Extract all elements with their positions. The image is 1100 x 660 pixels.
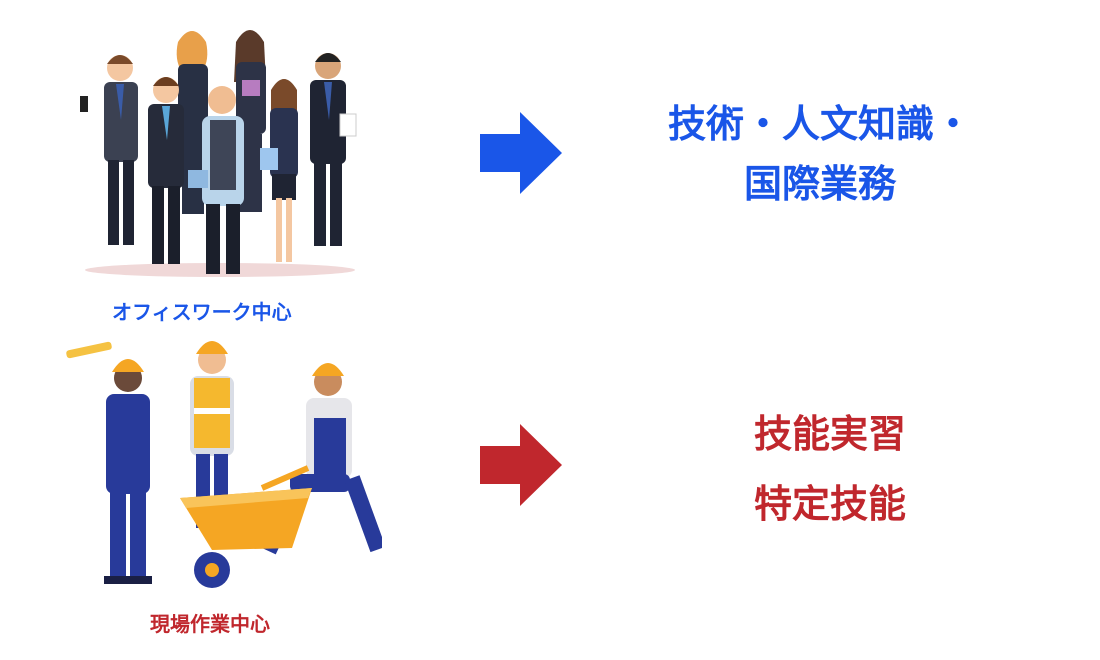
man-figure bbox=[188, 86, 244, 274]
woman-figure bbox=[176, 31, 208, 214]
man-figure bbox=[148, 77, 184, 264]
man-figure bbox=[80, 55, 138, 245]
worker-figure bbox=[66, 341, 152, 584]
worker-figure bbox=[263, 363, 382, 555]
site-caption: 現場作業中心 bbox=[150, 612, 270, 636]
arrow-right-icon bbox=[480, 112, 562, 194]
wheelbarrow-icon bbox=[180, 465, 312, 588]
office-result-line: 技術・人文知識・ bbox=[667, 102, 972, 146]
woman-figure bbox=[260, 79, 298, 262]
office-result: 技術・人文知識・ 国際業務 bbox=[640, 94, 1000, 214]
site-workers-illustration bbox=[66, 341, 382, 588]
woman-figure bbox=[234, 30, 266, 212]
site-result-line: 特定技能 bbox=[753, 482, 906, 526]
man-figure bbox=[310, 53, 357, 246]
office-result-line: 国際業務 bbox=[743, 162, 896, 206]
site-result-line: 技能実習 bbox=[753, 412, 906, 456]
arrow-right-icon bbox=[480, 424, 562, 506]
office-workers-illustration bbox=[80, 30, 357, 277]
site-result: 技能実習 特定技能 bbox=[640, 404, 1020, 534]
office-caption: オフィスワーク中心 bbox=[112, 300, 292, 324]
